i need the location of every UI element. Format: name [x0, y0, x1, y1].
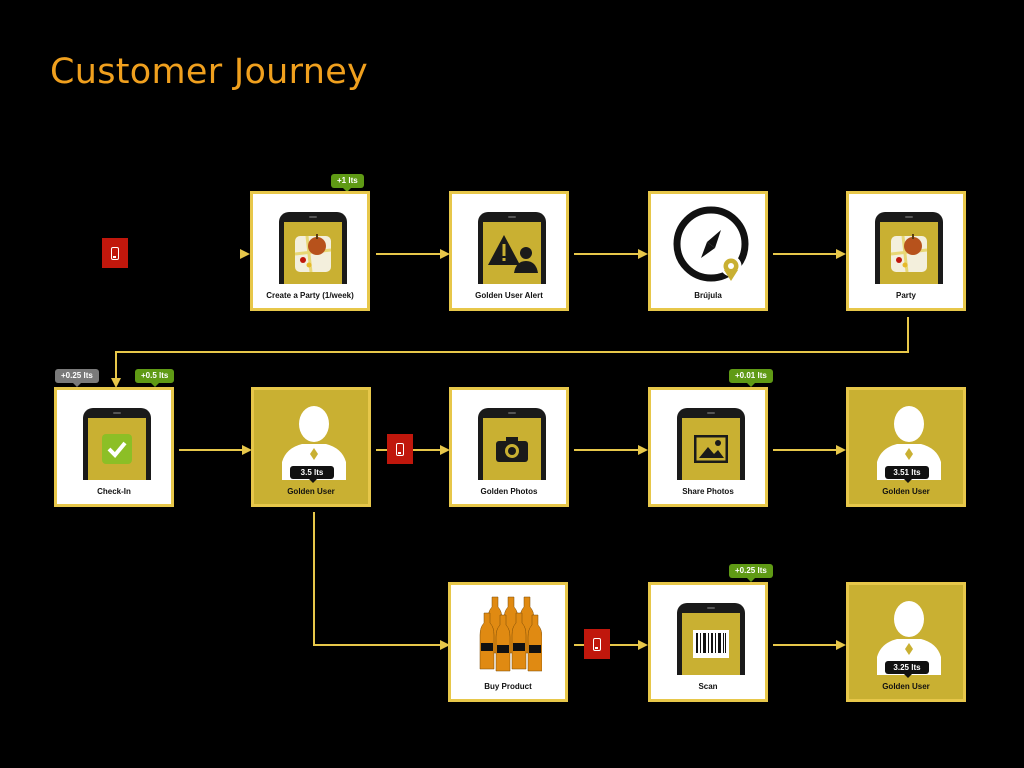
arrowhead: [240, 249, 250, 259]
step-label: Scan: [698, 682, 718, 691]
arrowhead: [440, 249, 450, 259]
lts-value-tag: 3.25 lts: [885, 661, 929, 678]
arrowhead: [836, 249, 846, 259]
lts-badge-create-party: +1 lts: [331, 174, 364, 192]
map-pin-apple-icon: [890, 234, 928, 273]
step-label: Buy Product: [484, 682, 532, 691]
arrowhead: [440, 445, 450, 455]
step-label: Golden User: [882, 682, 930, 691]
step-brujula[interactable]: Brújula: [648, 191, 768, 311]
arrowhead: [836, 445, 846, 455]
step-golden-photos[interactable]: Golden Photos: [449, 387, 569, 507]
barcode-icon: [693, 630, 729, 658]
step-label: Golden User: [882, 487, 930, 496]
picture-icon: [694, 435, 728, 463]
phone-icon: [677, 603, 745, 675]
phone-icon: [279, 212, 347, 284]
lts-badge-scan: +0.25 lts: [729, 564, 773, 582]
step-golden-user-3[interactable]: 3.25 lts Golden User: [846, 582, 966, 702]
step-golden-user-1[interactable]: 3.5 lts Golden User: [251, 387, 371, 507]
step-label: Share Photos: [682, 487, 734, 496]
step-buy-product[interactable]: Buy Product: [448, 582, 568, 702]
lts-badge-check-in-green: +0.5 lts: [135, 369, 175, 387]
step-label: Golden Photos: [480, 487, 538, 496]
step-label: Check-In: [97, 487, 131, 496]
step-share-photos[interactable]: Share Photos: [648, 387, 768, 507]
step-check-in[interactable]: Check-In: [54, 387, 174, 507]
phone-icon: [478, 408, 546, 480]
phone-icon: [478, 212, 546, 284]
step-golden-user-alert[interactable]: Golden User Alert: [449, 191, 569, 311]
checkmark-icon: [102, 434, 132, 464]
page-title: Customer Journey: [50, 52, 369, 92]
mobile-phone-icon: [111, 246, 119, 260]
mobile-phone-icon: [396, 442, 404, 456]
lts-badge-share-photos: +0.01 lts: [729, 369, 773, 387]
step-party[interactable]: Party: [846, 191, 966, 311]
phone-icon: [677, 408, 745, 480]
mobile-phone-icon: [593, 637, 601, 651]
arrowhead: [638, 640, 648, 650]
arrowhead: [440, 640, 450, 650]
step-label: Party: [895, 291, 916, 300]
step-label: Create a Party (1/week): [266, 291, 354, 300]
lts-value-tag: 3.51 lts: [885, 466, 929, 483]
mobile-trigger-scan[interactable]: [584, 629, 610, 659]
warning-user-icon: [488, 235, 538, 273]
step-create-party[interactable]: Create a Party (1/week): [250, 191, 370, 311]
arrowhead: [242, 445, 252, 455]
step-label: Golden User Alert: [475, 291, 543, 300]
arrowhead: [836, 640, 846, 650]
step-scan[interactable]: Scan: [648, 582, 768, 702]
connector-branch: [313, 512, 442, 646]
compass-icon: [673, 206, 749, 282]
lts-value-tag: 3.5 lts: [290, 466, 334, 483]
step-label: Golden User: [287, 487, 335, 496]
lts-badge-check-in-grey: +0.25 lts: [55, 369, 99, 387]
phone-icon: [83, 408, 151, 480]
mobile-trigger-start[interactable]: [102, 238, 128, 268]
arrowhead: [638, 445, 648, 455]
step-label: Brújula: [694, 291, 722, 300]
arrowhead: [111, 378, 121, 388]
connector-row-wrap: [115, 317, 909, 380]
beer-bottles-icon: [479, 596, 542, 672]
map-pin-apple-icon: [294, 234, 332, 273]
mobile-trigger-photos[interactable]: [387, 434, 413, 464]
arrowhead: [638, 249, 648, 259]
step-golden-user-2[interactable]: 3.51 lts Golden User: [846, 387, 966, 507]
camera-icon: [496, 437, 528, 462]
phone-icon: [875, 212, 943, 284]
